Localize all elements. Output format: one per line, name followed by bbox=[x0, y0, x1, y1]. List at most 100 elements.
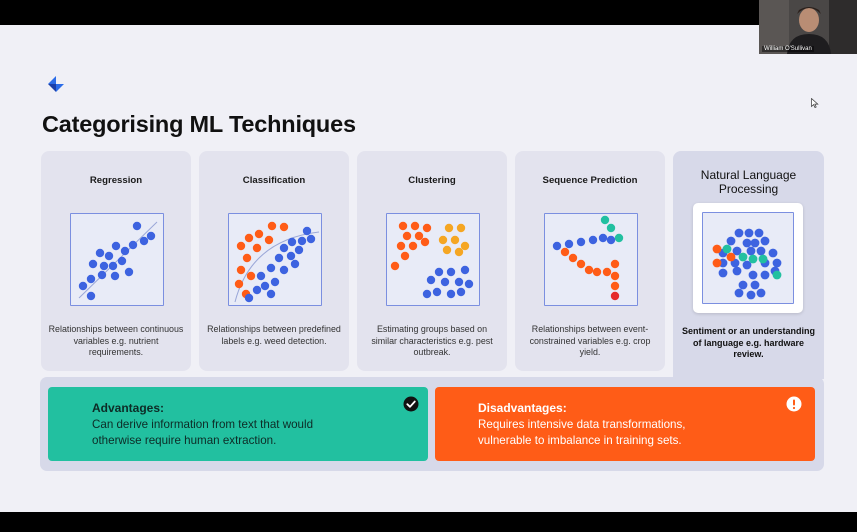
scatter-dot bbox=[446, 289, 456, 299]
webcam-video bbox=[759, 0, 857, 54]
scatter-dot bbox=[726, 252, 736, 262]
scatter-dot bbox=[422, 289, 432, 299]
scatter-dot bbox=[256, 271, 266, 281]
scatter-dot bbox=[432, 287, 442, 297]
scatter-dot bbox=[576, 259, 586, 269]
scatter-dot bbox=[286, 251, 296, 261]
scatter-dot bbox=[732, 266, 742, 276]
scatter-dot bbox=[450, 235, 460, 245]
check-circle-icon bbox=[403, 396, 419, 412]
scatter-dot bbox=[738, 280, 748, 290]
scatter-dot bbox=[267, 221, 277, 231]
scatter-dot bbox=[97, 270, 107, 280]
webcam-thumbnail[interactable]: William O'Sullivan bbox=[759, 0, 857, 54]
scatter-dot bbox=[754, 228, 764, 238]
scatter-dot bbox=[110, 271, 120, 281]
scatter-dot bbox=[117, 256, 127, 266]
logo-icon bbox=[48, 76, 64, 92]
scatter-dot bbox=[734, 228, 744, 238]
scatter-dot bbox=[592, 267, 602, 277]
scatter-dot bbox=[750, 238, 760, 248]
scatter-dot bbox=[756, 246, 766, 256]
scatter-dot bbox=[390, 261, 400, 271]
scatter-dot bbox=[748, 254, 758, 264]
scatter-dot bbox=[560, 247, 570, 257]
card-regression: Regression Relationships between continu… bbox=[41, 151, 191, 371]
scatter-dot bbox=[606, 223, 616, 233]
card-title: Clustering bbox=[408, 175, 456, 186]
scatter-dot bbox=[454, 277, 464, 287]
scatter-dot bbox=[274, 253, 284, 263]
scatter-dot bbox=[600, 215, 610, 225]
scatter-dot bbox=[610, 271, 620, 281]
scatter-dot bbox=[95, 248, 105, 258]
card-classification: Classification Relationships between pre… bbox=[199, 151, 349, 371]
scatter-dot bbox=[306, 234, 316, 244]
scatter-dot bbox=[446, 267, 456, 277]
disadvantages-text: Requires intensive data transformations,… bbox=[478, 417, 686, 448]
scatter-dot bbox=[244, 233, 254, 243]
scatter-dot bbox=[718, 268, 728, 278]
scatter-dot bbox=[279, 222, 289, 232]
participant-name: William O'Sullivan bbox=[762, 46, 814, 52]
advantages-line: Can derive information from text that wo… bbox=[92, 418, 314, 431]
scatter-dot bbox=[128, 240, 138, 250]
scatter-dot bbox=[742, 260, 752, 270]
scatter-dot bbox=[712, 244, 722, 254]
scatter-dot bbox=[279, 243, 289, 253]
scatter-dot bbox=[78, 281, 88, 291]
scatter-dot bbox=[732, 246, 742, 256]
scatter-dot bbox=[748, 270, 758, 280]
scatter-dot bbox=[414, 231, 424, 241]
scatter-dot bbox=[746, 290, 756, 300]
presentation-slide: Categorising ML Techniques Regression Re… bbox=[0, 25, 857, 512]
card-description: Relationships between continuous variabl… bbox=[48, 324, 184, 357]
scatter-dot bbox=[400, 251, 410, 261]
scatter-dot bbox=[552, 241, 562, 251]
scatter-dot bbox=[760, 270, 770, 280]
scatter-dot bbox=[460, 265, 470, 275]
advantages-text: Can derive information from text that wo… bbox=[92, 417, 313, 448]
advantages-box: Advantages: Can derive information from … bbox=[48, 387, 428, 461]
scatter-dot bbox=[772, 270, 782, 280]
scatter-dot bbox=[236, 241, 246, 251]
scatter-dot bbox=[756, 288, 766, 298]
scatter-dot bbox=[402, 231, 412, 241]
scatter-dot bbox=[86, 274, 96, 284]
scatter-dot bbox=[99, 261, 109, 271]
scatter-dot bbox=[454, 247, 464, 257]
scatter-dot bbox=[139, 236, 149, 246]
scatter-dot bbox=[606, 235, 616, 245]
sequence-plot bbox=[544, 213, 638, 306]
scatter-dot bbox=[734, 288, 744, 298]
scatter-dot bbox=[234, 279, 244, 289]
scatter-dot bbox=[108, 261, 118, 271]
scatter-dot bbox=[584, 265, 594, 275]
scatter-dot bbox=[426, 275, 436, 285]
scatter-dot bbox=[254, 229, 264, 239]
card-description: Relationships between predefined labels … bbox=[207, 324, 341, 346]
scatter-dot bbox=[408, 241, 418, 251]
scatter-dot bbox=[610, 281, 620, 291]
scatter-dot bbox=[290, 259, 300, 269]
scatter-dot bbox=[86, 291, 96, 301]
scatter-dot bbox=[111, 241, 121, 251]
scatter-dot bbox=[588, 235, 598, 245]
scatter-dot bbox=[610, 259, 620, 269]
scatter-dot bbox=[440, 277, 450, 287]
scatter-dot bbox=[252, 285, 262, 295]
scatter-dot bbox=[396, 241, 406, 251]
scatter-dot bbox=[726, 236, 736, 246]
advantages-line: otherwise require human extraction. bbox=[92, 433, 277, 447]
card-description: Estimating groups based on similar chara… bbox=[371, 324, 493, 357]
disadvantages-box: Disadvantages: Requires intensive data t… bbox=[435, 387, 815, 461]
scatter-dot bbox=[270, 277, 280, 287]
scatter-dot bbox=[297, 236, 307, 246]
card-sequence-prediction: Sequence Prediction Relationships betwee… bbox=[515, 151, 665, 371]
scatter-dot bbox=[746, 246, 756, 256]
scatter-dot bbox=[438, 235, 448, 245]
alert-circle-icon bbox=[786, 396, 802, 412]
scatter-dot bbox=[442, 245, 452, 255]
scatter-dot bbox=[742, 238, 752, 248]
classification-plot bbox=[228, 213, 322, 306]
